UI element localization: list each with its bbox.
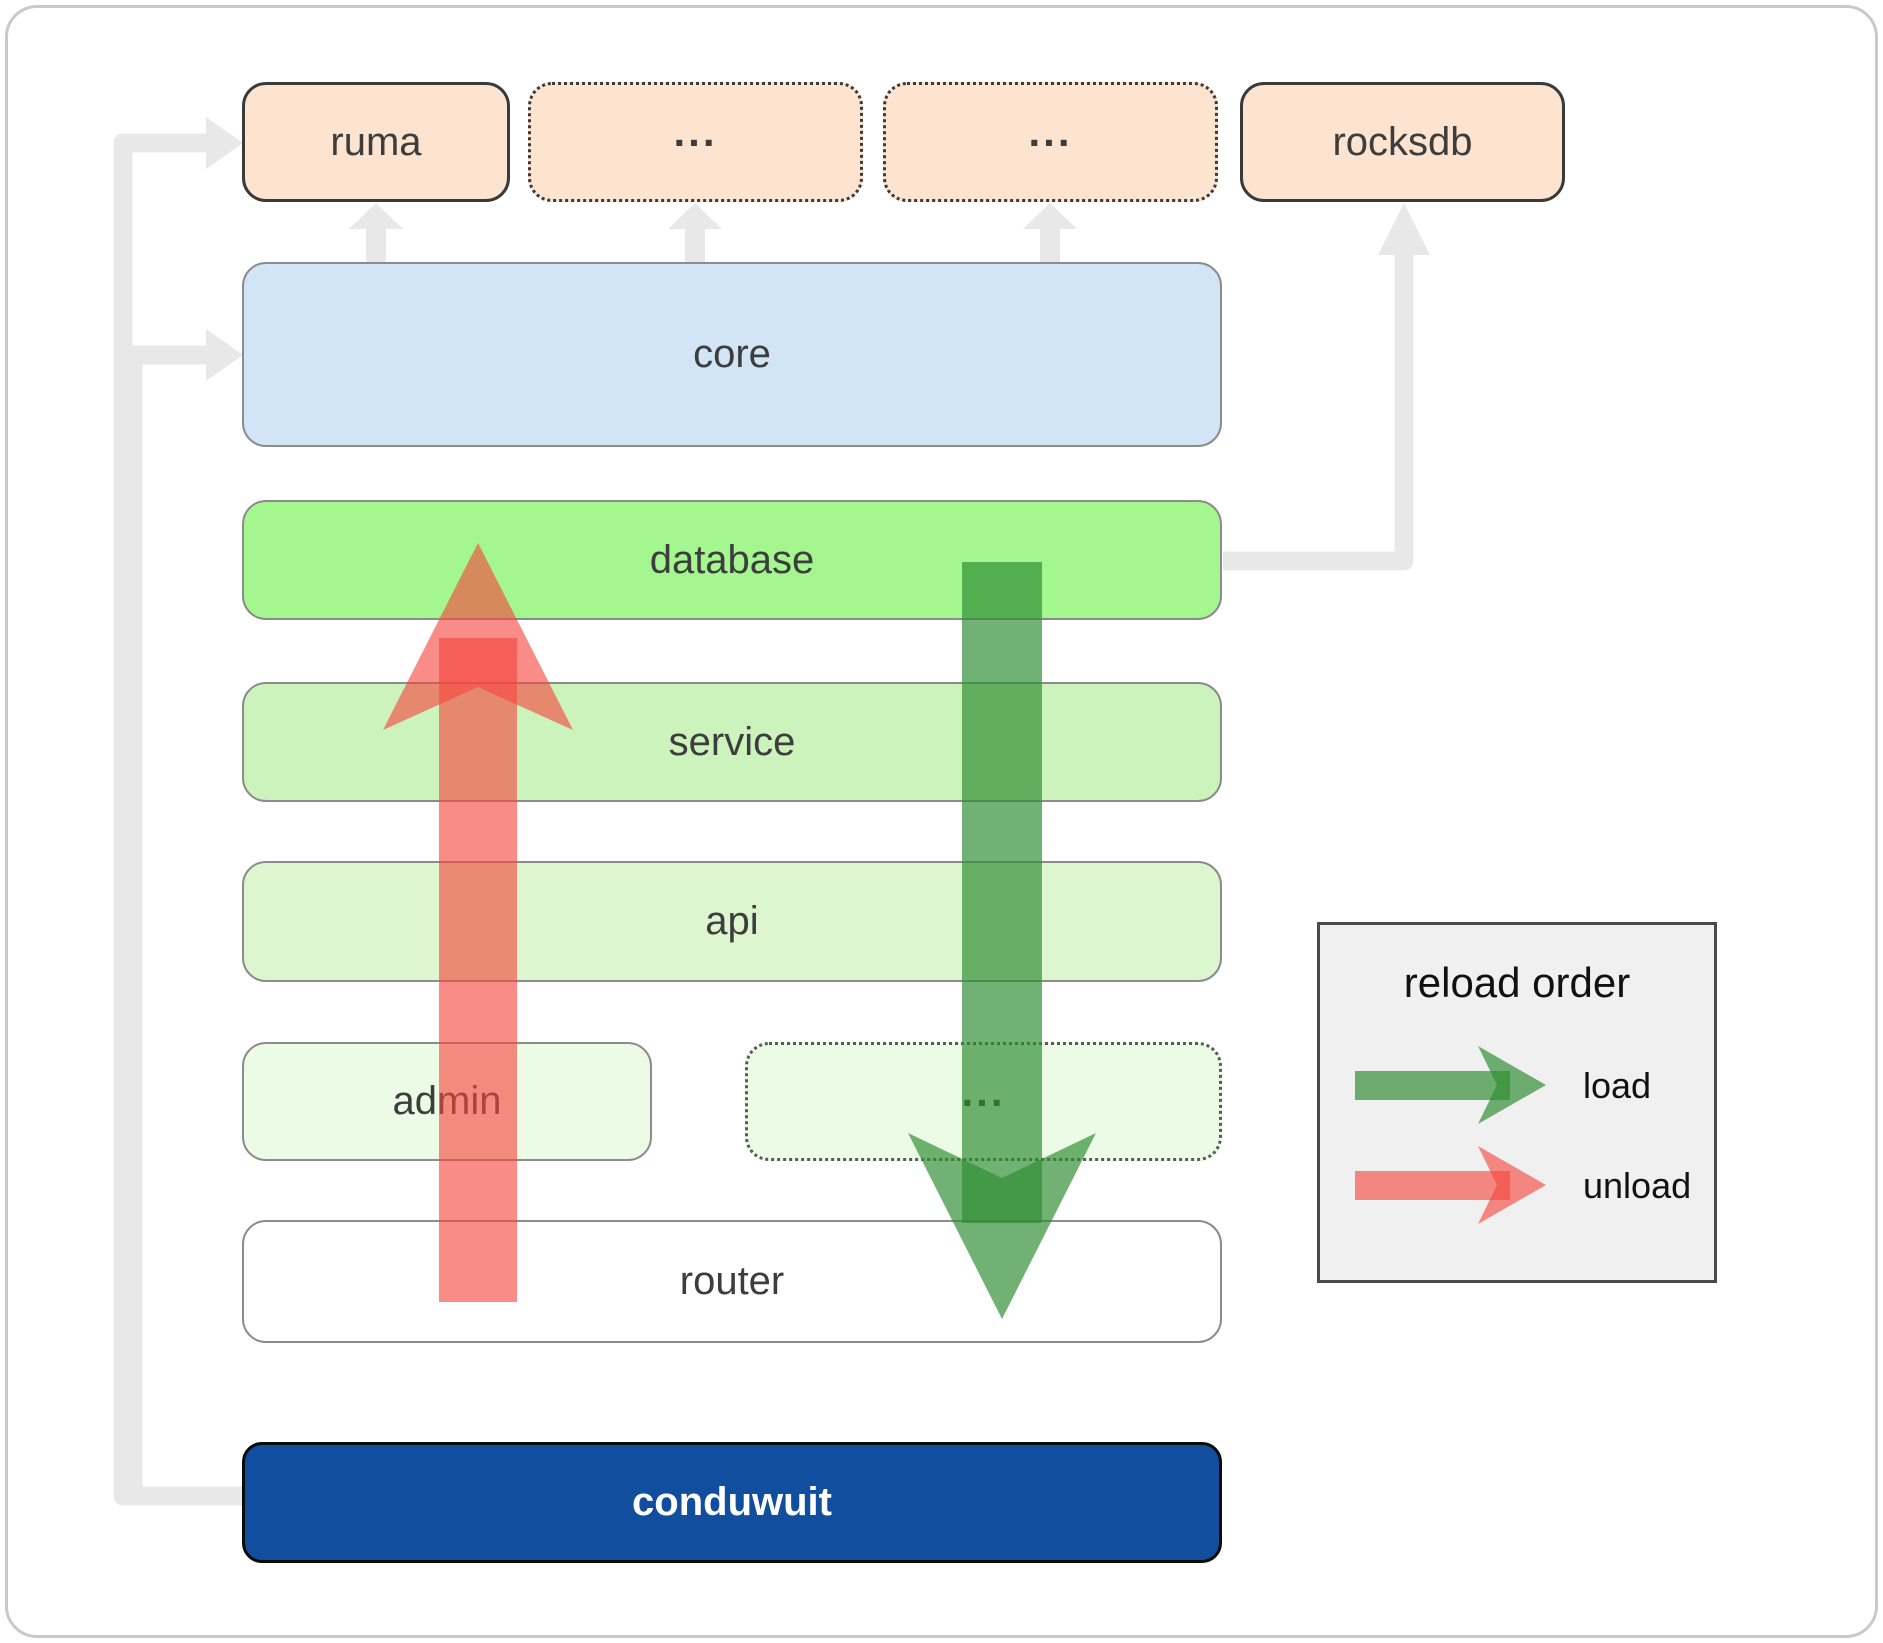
- box-service: service: [242, 682, 1222, 802]
- box-admin-label: admin: [392, 1079, 502, 1123]
- legend: reload order load unload: [1317, 922, 1717, 1283]
- legend-arrows: [1355, 1046, 1546, 1224]
- box-core: core: [242, 262, 1222, 447]
- connector-conduwuit-to-ruma-arrowhead-icon: [206, 117, 243, 169]
- box-api: api: [242, 861, 1222, 982]
- legend-unload-arrow-icon: [1478, 1146, 1546, 1224]
- box-core-label: core: [693, 332, 771, 376]
- box-admin-dotted-label: ...: [961, 1067, 1006, 1115]
- box-admin: admin: [242, 1042, 652, 1161]
- box-ruma-label: ruma: [330, 119, 422, 164]
- box-database: database: [242, 500, 1222, 620]
- arrow-core-to-dotted1-head-icon: [668, 203, 722, 229]
- box-api-label: api: [705, 899, 759, 943]
- box-service-label: service: [668, 719, 796, 764]
- arrow-core-to-dotted1-shaft: [685, 227, 705, 263]
- connector-conduwuit-to-core-arrowhead-icon: [206, 329, 243, 381]
- box-conduwuit: conduwuit: [242, 1442, 1222, 1563]
- legend-load-label: load: [1583, 1065, 1652, 1106]
- connector-database-to-rocksdb: [1223, 253, 1414, 571]
- legend-unload-arrow-shaft: [1355, 1171, 1510, 1200]
- box-top-dotted-2-label: ...: [1028, 108, 1073, 155]
- diagram-outer-frame: [5, 5, 1878, 1638]
- box-rocksdb: rocksdb: [1240, 82, 1565, 202]
- arrow-core-to-dotted2-head-icon: [1023, 203, 1077, 229]
- box-router: router: [242, 1220, 1222, 1343]
- arrow-core-to-ruma-shaft: [366, 227, 386, 263]
- legend-title: reload order: [1403, 959, 1631, 1006]
- box-admin-dotted: ...: [745, 1042, 1222, 1161]
- connector-conduwuit-to-core: [123, 345, 242, 1506]
- box-rocksdb-label: rocksdb: [1332, 119, 1473, 164]
- box-database-label: database: [649, 537, 815, 582]
- connector-database-to-rocksdb-arrowhead-icon: [1378, 203, 1430, 255]
- legend-load-arrow-icon: [1478, 1046, 1546, 1124]
- arrow-core-to-ruma-head-icon: [349, 203, 403, 229]
- box-top-dotted-2: ...: [883, 82, 1218, 202]
- box-router-label: router: [679, 1259, 785, 1303]
- legend-load-arrow-shaft: [1355, 1071, 1510, 1100]
- box-conduwuit-label: conduwuit: [632, 1480, 832, 1524]
- arrow-core-to-dotted2-shaft: [1040, 227, 1060, 263]
- box-top-dotted-1-label: ...: [673, 108, 718, 155]
- legend-unload-label: unload: [1583, 1165, 1692, 1206]
- box-top-dotted-1: ...: [528, 82, 863, 202]
- box-ruma: ruma: [242, 82, 510, 202]
